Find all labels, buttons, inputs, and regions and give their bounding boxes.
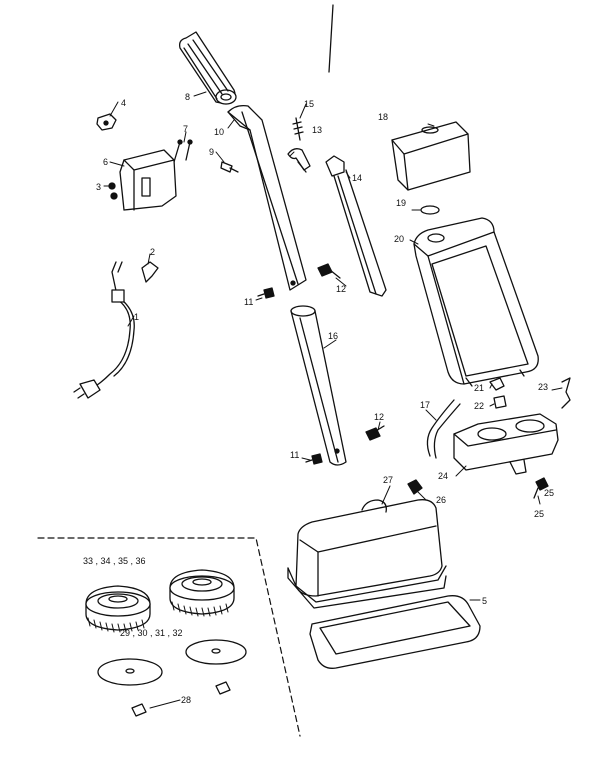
- lower-handle-tube: [290, 305, 347, 466]
- clip: [287, 148, 311, 173]
- cord-bracket: [119, 149, 177, 211]
- callout-15: 15: [304, 99, 315, 109]
- handle-grip: [178, 31, 237, 105]
- pad-clip: [131, 681, 231, 717]
- callout-11: 11: [290, 450, 300, 460]
- screw: [173, 139, 193, 163]
- callout-19: 19: [396, 198, 407, 208]
- callout-29-32: 29 , 30 , 31 , 32: [120, 628, 183, 638]
- callout-13: 13: [312, 125, 323, 135]
- callout-23: 23: [538, 382, 549, 392]
- callout-8: 8: [185, 92, 191, 102]
- screw: [220, 161, 239, 173]
- callout-28: 28: [181, 695, 192, 705]
- pump-housing: [453, 413, 559, 475]
- callout-1: 1: [134, 312, 140, 322]
- clip: [407, 479, 423, 495]
- callout-24: 24: [438, 471, 449, 481]
- callout-21: 21: [474, 383, 485, 393]
- callout-12: 12: [374, 412, 385, 422]
- callout-26: 26: [436, 495, 447, 505]
- screw: [305, 453, 323, 465]
- scrub-brush: [85, 585, 151, 633]
- callout-7: 7: [183, 124, 189, 134]
- callout-20: 20: [394, 234, 405, 244]
- scrub-pad: [185, 639, 247, 665]
- fitting: [489, 377, 507, 409]
- tank-cap: [420, 205, 440, 215]
- hose: [426, 399, 461, 459]
- upper-handle-tube: [227, 104, 307, 291]
- tank-lid: [391, 121, 471, 191]
- callout-22: 22: [474, 401, 485, 411]
- callout-3: 3: [96, 182, 102, 192]
- leader-lines: [103, 91, 563, 709]
- callout-5: 5: [482, 596, 488, 606]
- nut: [96, 113, 117, 131]
- screw: [257, 287, 275, 299]
- motor-housing: [287, 499, 447, 609]
- callout-10: 10: [214, 127, 225, 137]
- callout-27: 27: [383, 475, 394, 485]
- callout-6: 6: [103, 157, 109, 167]
- callout-14: 14: [352, 173, 363, 183]
- base-tray: [309, 595, 481, 669]
- callout-33-36: 33 , 34 , 35 , 36: [83, 556, 146, 566]
- callout-25: 25: [544, 488, 555, 498]
- power-cord: [73, 261, 135, 399]
- callout-25: 25: [534, 509, 545, 519]
- callout-11: 11: [244, 297, 254, 307]
- inset-border: [37, 537, 301, 737]
- screw: [292, 117, 304, 141]
- screw: [533, 477, 549, 499]
- screw: [317, 263, 341, 279]
- scrub-pad: [97, 658, 163, 686]
- callout-9: 9: [209, 147, 215, 157]
- strain-relief: [141, 261, 159, 283]
- callout-16: 16: [328, 331, 339, 341]
- callout-4: 4: [121, 98, 127, 108]
- callout-17: 17: [420, 400, 431, 410]
- callout-12: 12: [336, 284, 347, 294]
- support-rod: [325, 155, 387, 297]
- callout-18: 18: [378, 112, 389, 122]
- solution-tank: [413, 217, 539, 387]
- frame-line: [328, 4, 334, 73]
- callout-2: 2: [150, 247, 156, 257]
- washer: [108, 182, 118, 200]
- scrub-brush: [169, 569, 235, 617]
- spring-clip: [561, 377, 571, 409]
- screw: [365, 425, 385, 441]
